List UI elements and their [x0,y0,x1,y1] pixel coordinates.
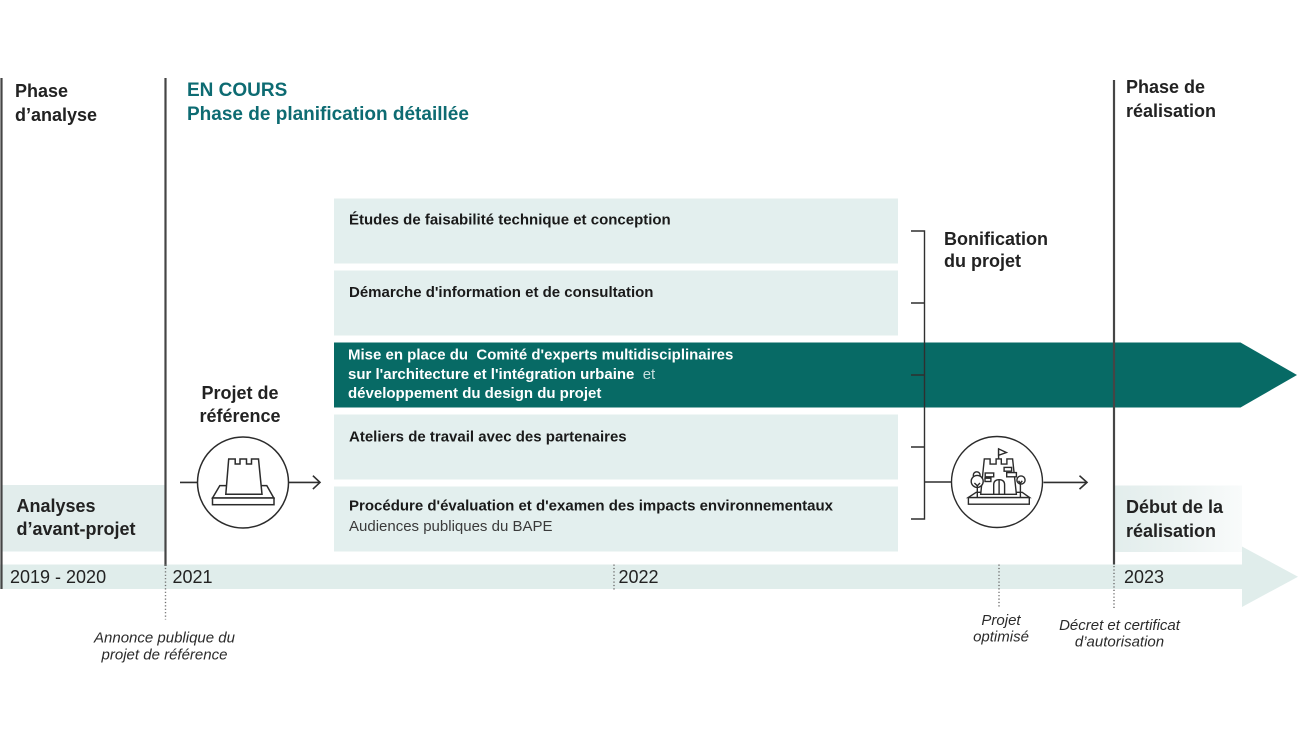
svg-text:Démarche d'information et de c: Démarche d'information et de consultatio… [349,284,653,301]
svg-text:du projet: du projet [944,251,1021,271]
svg-text:réalisation: réalisation [1126,521,1216,541]
svg-text:2023: 2023 [1124,567,1164,587]
svg-text:EN COURS: EN COURS [187,80,287,101]
svg-text:Annonce publique du: Annonce publique du [93,630,236,647]
svg-text:projet de référence: projet de référence [101,647,228,664]
svg-text:sur l'architecture et l'intégr: sur l'architecture et l'intégration urba… [348,366,656,383]
svg-text:Études de faisabilité techniqu: Études de faisabilité technique et conce… [349,212,671,229]
svg-text:développement du design du pro: développement du design du projet [348,385,601,402]
svg-text:Phase de planification détaill: Phase de planification détaillée [187,104,469,125]
svg-text:2019 - 2020: 2019 - 2020 [10,567,106,587]
svg-text:d’avant-projet: d’avant-projet [17,519,136,539]
svg-text:Décret et certificat: Décret et certificat [1059,617,1181,634]
svg-text:Début de la: Début de la [1126,497,1224,517]
svg-text:d’autorisation: d’autorisation [1075,634,1164,651]
svg-text:2022: 2022 [619,567,659,587]
svg-text:Phase: Phase [15,81,68,101]
svg-text:Audiences publiques du BAPE: Audiences publiques du BAPE [349,518,552,535]
svg-text:d’analyse: d’analyse [15,105,97,125]
svg-text:Projet de: Projet de [201,383,278,403]
svg-text:Ateliers de travail avec des p: Ateliers de travail avec des partenaires [349,429,627,446]
svg-text:Mise en place du Comité d'exp: Mise en place du Comité d'experts multid… [348,347,733,364]
svg-text:Procédure d'évaluation et d'ex: Procédure d'évaluation et d'examen des i… [349,498,834,515]
svg-text:Analyses: Analyses [17,496,96,516]
svg-text:Projet: Projet [981,612,1021,629]
svg-text:Bonification: Bonification [944,229,1048,249]
svg-text:Phase de: Phase de [1126,77,1205,97]
svg-text:référence: référence [199,406,280,426]
svg-text:réalisation: réalisation [1126,101,1216,121]
svg-text:2021: 2021 [173,567,213,587]
svg-text:optimisé: optimisé [973,629,1029,646]
